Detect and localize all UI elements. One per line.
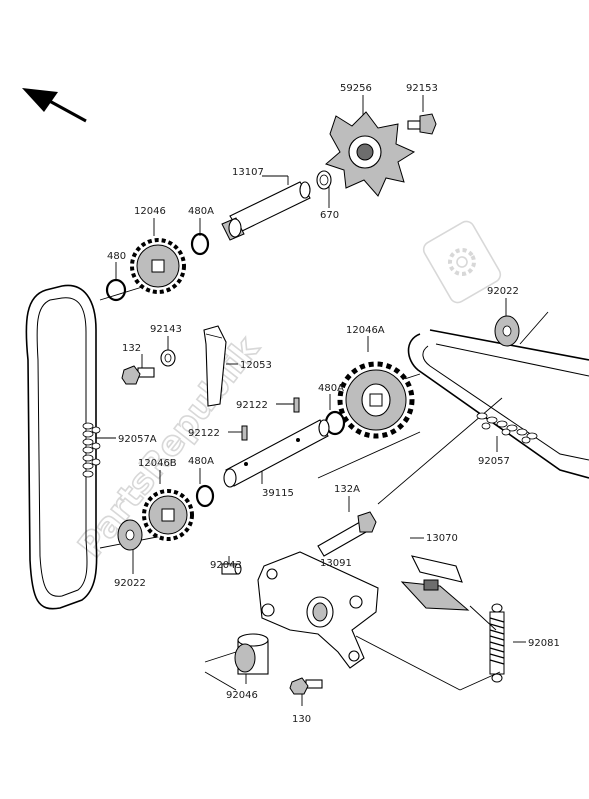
circlip-480A-top — [190, 232, 210, 256]
sprocket-12046 — [130, 238, 186, 294]
label-92043: 92043 — [210, 560, 242, 571]
label-132: 132 — [122, 343, 141, 354]
label-92022-right: 92022 — [487, 286, 519, 297]
chain-link-segment — [82, 422, 101, 478]
front-direction-arrow-icon — [22, 88, 87, 123]
label-92122-b: 92122 — [188, 428, 220, 439]
collar-92143 — [160, 349, 176, 367]
label-480A-low: 480A — [188, 456, 214, 467]
collar-92043 — [221, 563, 242, 575]
sprocket-12046A — [337, 361, 415, 439]
label-12046A: 12046A — [346, 325, 385, 336]
spring-92081 — [489, 603, 505, 683]
label-130: 130 — [292, 714, 311, 725]
drive-chain-92057A — [25, 284, 101, 610]
label-13091: 13091 — [320, 558, 352, 569]
label-92081: 92081 — [528, 638, 560, 649]
label-92022-left: 92022 — [114, 578, 146, 589]
part-labels: 59256 92153 13107 670 12046 480A 480 920… — [107, 83, 560, 725]
shaft-13107 — [221, 181, 311, 241]
label-480A-top: 480A — [188, 206, 214, 217]
label-12046: 12046 — [134, 206, 166, 217]
guide-13070 — [400, 555, 470, 611]
washer-92022-left — [117, 519, 143, 551]
label-670: 670 — [320, 210, 339, 221]
shaft-39115 — [223, 419, 330, 488]
roller-92046 — [234, 633, 269, 675]
arm-12053 — [203, 325, 227, 407]
label-92143: 92143 — [150, 324, 182, 335]
circlip-480A-low — [195, 484, 215, 508]
label-92153: 92153 — [406, 83, 438, 94]
leader-lines — [96, 95, 549, 706]
washer-92022-right — [494, 315, 520, 347]
bolt-92153 — [407, 113, 437, 135]
pin-92122-a — [293, 397, 300, 413]
fan-59256 — [325, 111, 416, 197]
bolt-130 — [289, 677, 323, 695]
sprocket-12046B — [142, 489, 194, 541]
label-12046B: 12046B — [138, 458, 177, 469]
label-92046: 92046 — [226, 690, 258, 701]
label-92122-a: 92122 — [236, 400, 268, 411]
label-132A: 132A — [334, 484, 360, 495]
circlip-480 — [105, 278, 127, 302]
bracket-13091 — [257, 551, 379, 669]
label-13107: 13107 — [232, 167, 264, 178]
bolt-132 — [121, 365, 155, 385]
label-480A-mid: 480A — [318, 383, 344, 394]
pin-92122-b — [241, 425, 248, 441]
bolt-132A — [317, 511, 377, 557]
label-13070: 13070 — [426, 533, 458, 544]
label-39115: 39115 — [262, 488, 294, 499]
washer-670 — [316, 170, 332, 190]
label-480: 480 — [107, 251, 126, 262]
label-92057: 92057 — [478, 456, 510, 467]
label-12053: 12053 — [240, 360, 272, 371]
chain-link-segment — [476, 412, 538, 444]
label-92057A: 92057A — [118, 434, 157, 445]
label-59256: 59256 — [340, 83, 372, 94]
